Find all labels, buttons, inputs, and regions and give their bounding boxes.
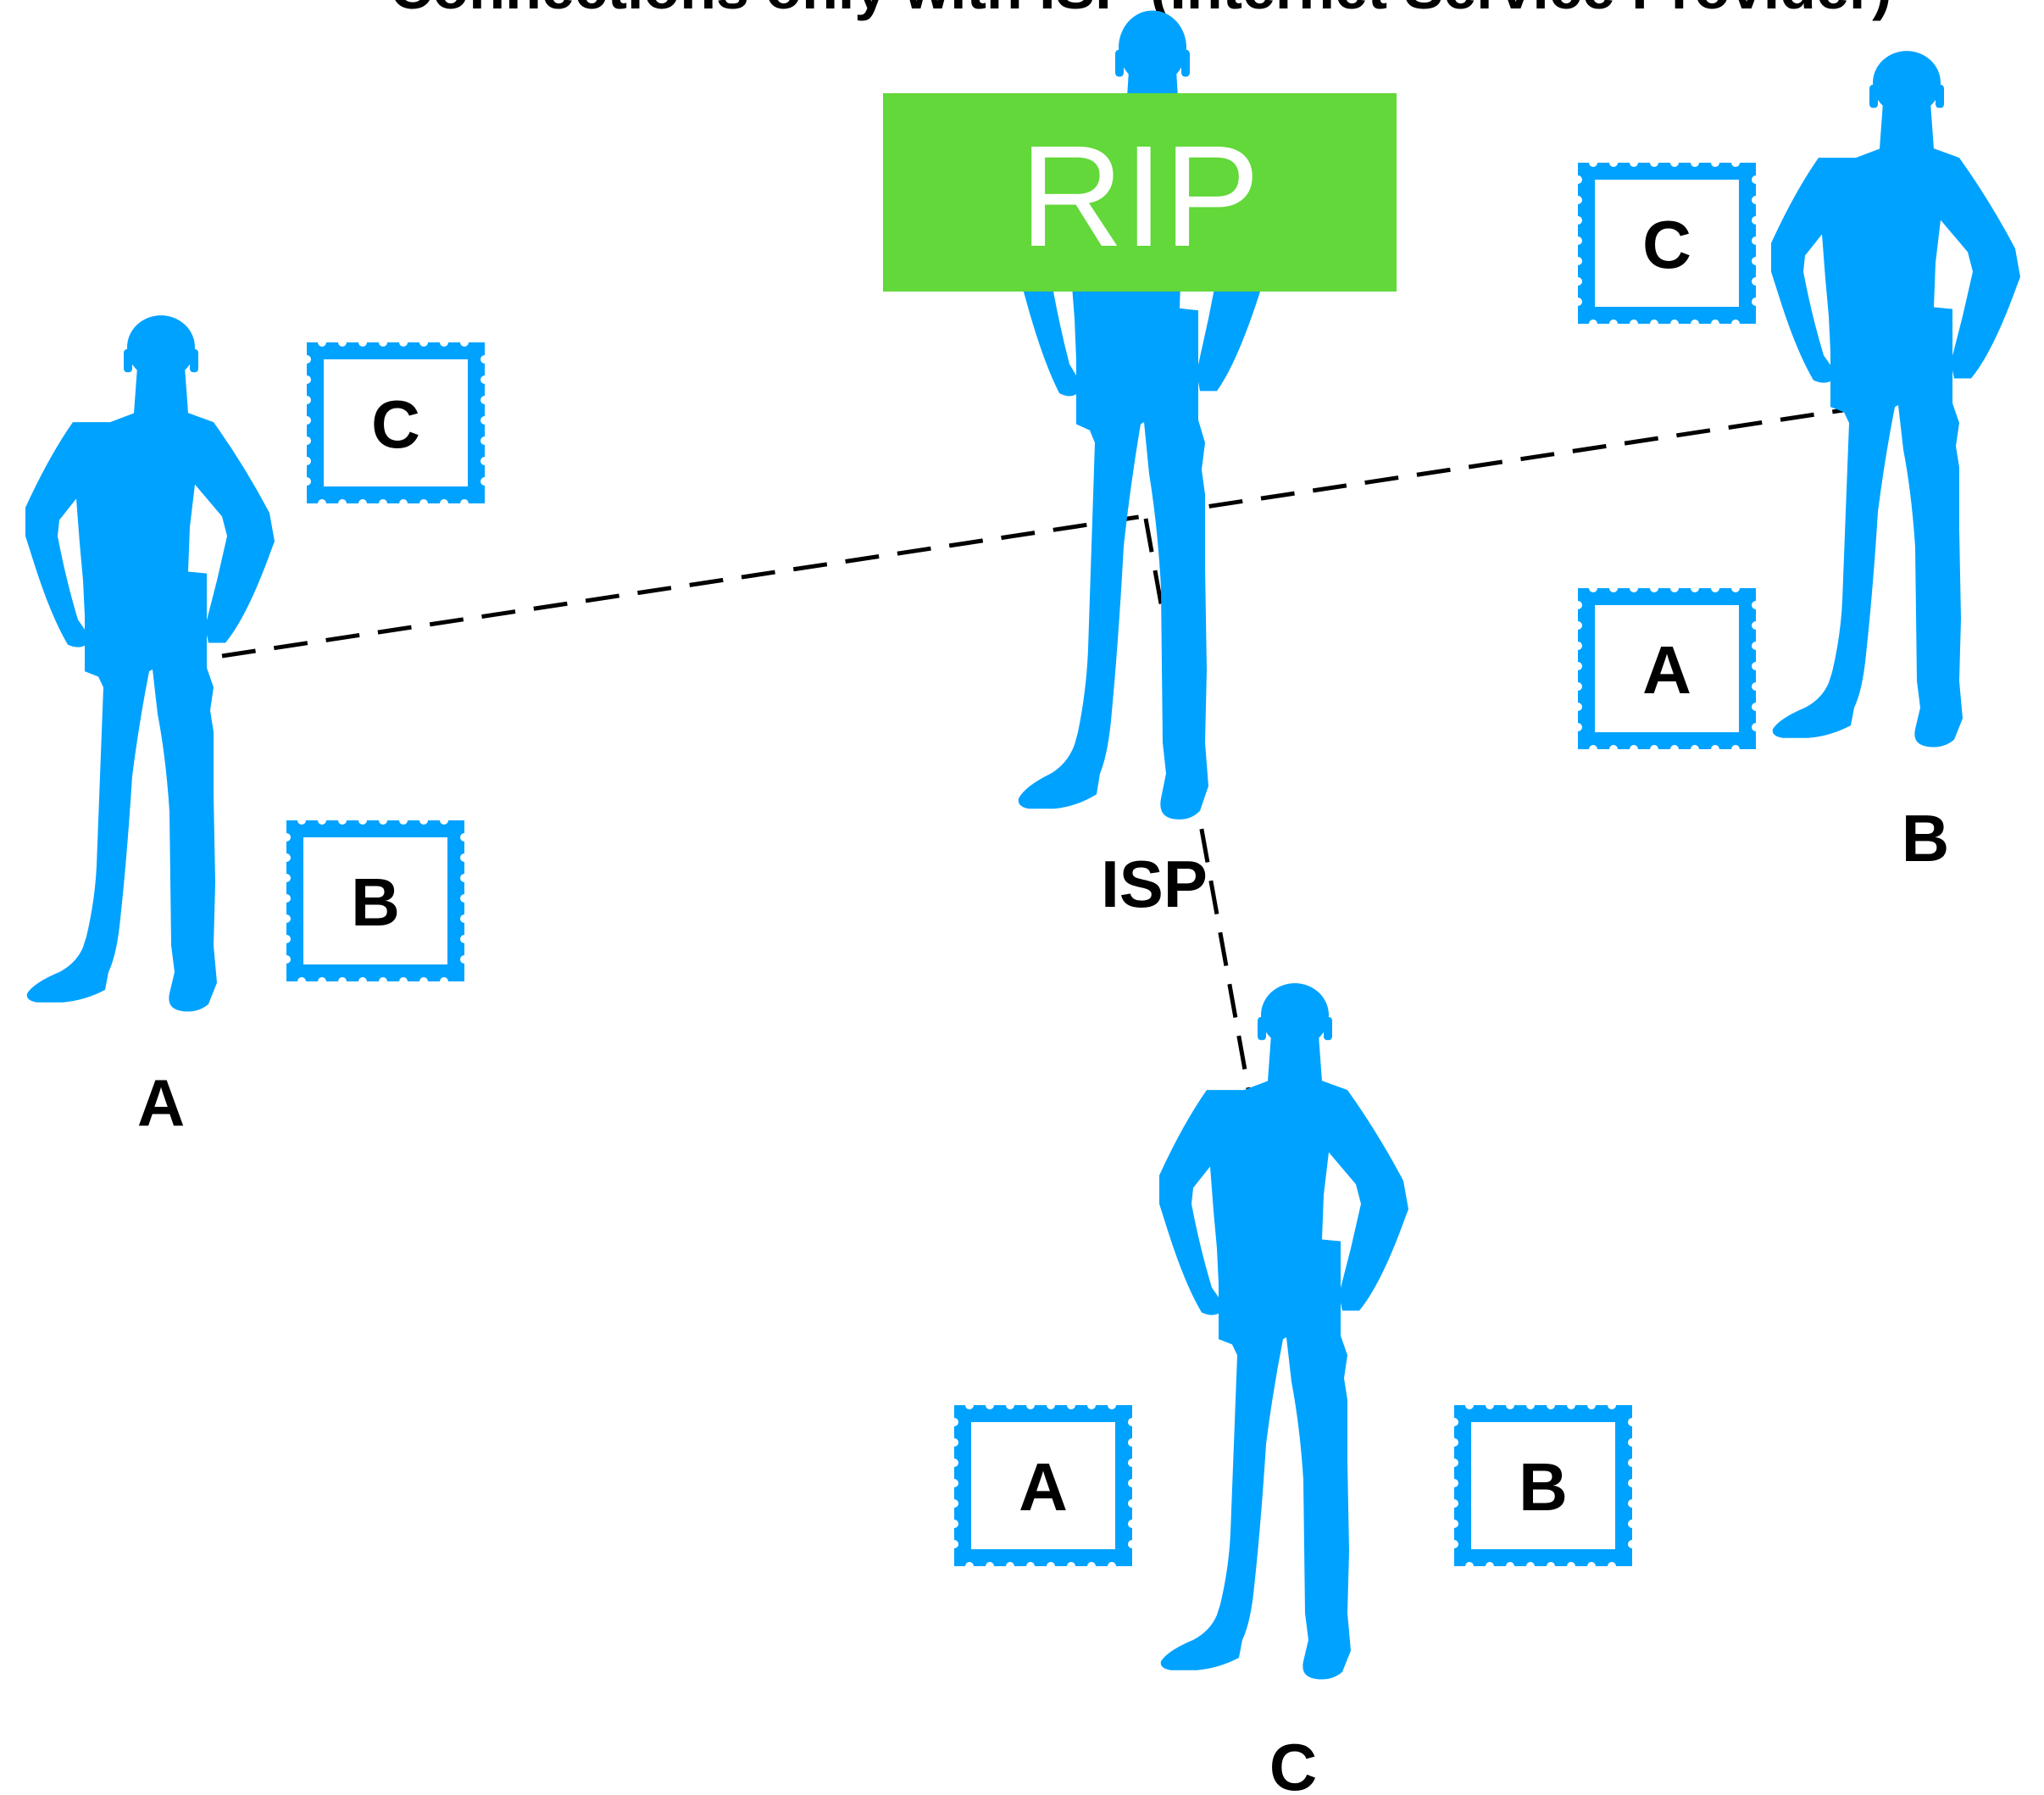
stamp-label: A: [1642, 632, 1691, 708]
stamp-c-b: B: [1450, 1401, 1636, 1570]
stamp-label: A: [1019, 1449, 1068, 1525]
person-label-b: B: [1902, 801, 1949, 875]
person-label-a: A: [137, 1065, 185, 1140]
stamp-b-c: C: [1574, 158, 1760, 328]
stamp-b-a: A: [1574, 584, 1760, 753]
stamp-c-a: A: [950, 1401, 1136, 1570]
person-label-c: C: [1269, 1730, 1317, 1795]
stamp-label: B: [351, 864, 400, 940]
connection-a-b: [221, 408, 1844, 659]
person-a-icon: [25, 315, 275, 1012]
person-label-isp: ISP: [1101, 847, 1208, 921]
stamp-label: C: [371, 386, 420, 462]
person-b-icon: [1771, 51, 2020, 747]
rip-label: RIP: [1019, 116, 1259, 277]
stamp-a-b: B: [282, 816, 469, 986]
person-c-icon: [1159, 983, 1408, 1680]
rip-banner: RIP: [883, 93, 1397, 292]
stamp-a-c: C: [303, 338, 489, 508]
stamp-label: B: [1519, 1449, 1568, 1525]
stamp-label: C: [1642, 207, 1691, 282]
